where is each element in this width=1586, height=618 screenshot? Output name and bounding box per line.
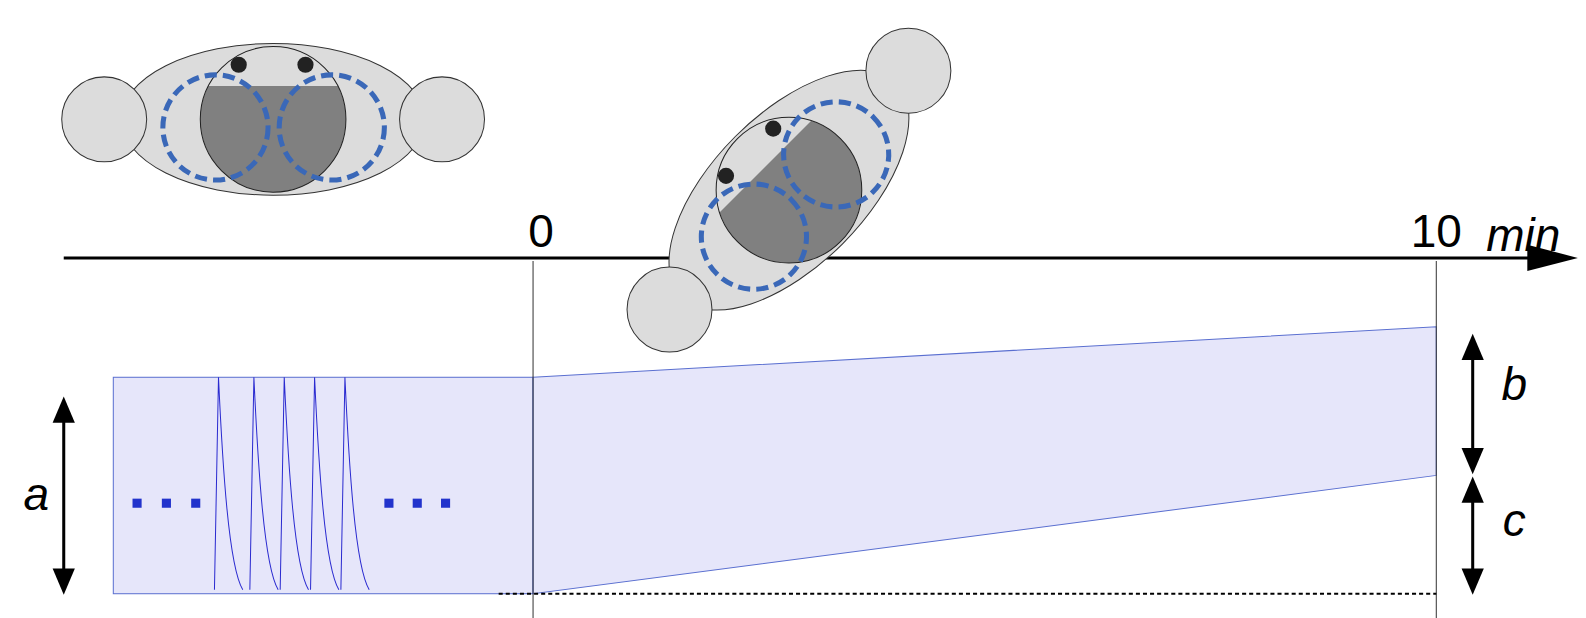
time-unit: min — [1486, 212, 1560, 258]
time-tick: 0 — [528, 208, 554, 254]
baseline-band — [113, 377, 533, 593]
time-tick: 10 — [1411, 208, 1462, 254]
time-marker — [533, 261, 534, 618]
drift-band — [533, 327, 1436, 594]
baseline-dotted — [499, 593, 1437, 595]
dimension-label: b — [1501, 361, 1527, 407]
time-marker — [1436, 261, 1437, 618]
dimension-label: a — [24, 471, 50, 517]
calcium-spikes — [214, 377, 369, 589]
cell-rotated — [586, 0, 992, 393]
arrowheads — [53, 334, 1484, 595]
dimension-arrows — [64, 354, 1473, 574]
cell-horizontal — [62, 43, 485, 195]
ellipsis-dots — [133, 499, 451, 508]
dimension-label: c — [1503, 497, 1526, 543]
